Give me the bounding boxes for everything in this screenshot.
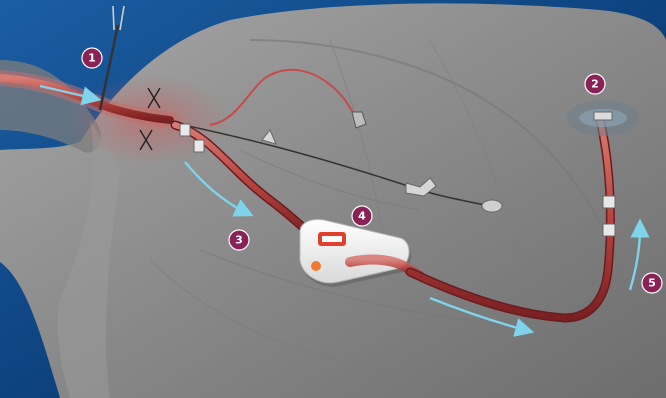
svg-text:2: 2 <box>591 78 599 91</box>
marker-4: 4 <box>352 206 372 226</box>
marker-3: 3 <box>229 230 249 250</box>
svg-text:1: 1 <box>88 52 96 65</box>
aortic-insertion-site <box>567 100 639 136</box>
marker-2: 2 <box>585 74 605 94</box>
marker-5: 5 <box>642 273 662 293</box>
svg-text:3: 3 <box>235 234 243 247</box>
svg-text:4: 4 <box>358 210 366 223</box>
svg-text:5: 5 <box>648 277 656 290</box>
marker-1: 1 <box>82 48 102 68</box>
